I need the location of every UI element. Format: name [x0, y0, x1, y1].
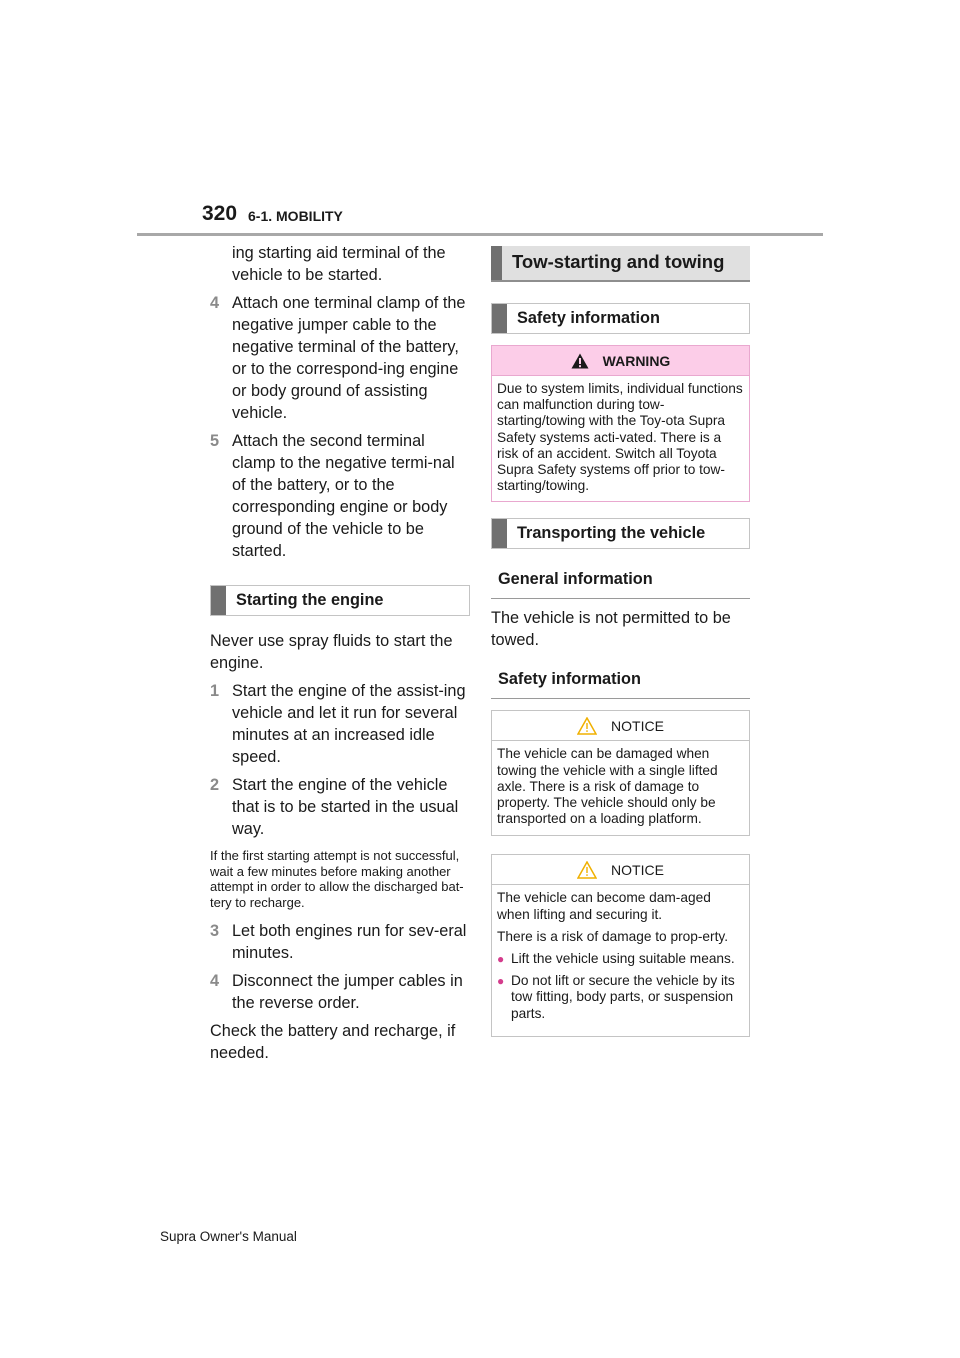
general-paragraph: The vehicle is not permitted to be towed… [491, 609, 731, 650]
caution-triangle-icon [577, 860, 598, 879]
step-text: Disconnect the jumper cables in the reve… [232, 972, 463, 1012]
step-text: Attach the second terminal clamp to the … [232, 432, 455, 560]
notice-title: NOTICE [492, 855, 749, 886]
warning-box: WARNING Due to system limits, individual… [491, 345, 750, 503]
heading-bar [211, 586, 226, 615]
general-information-heading: General information [491, 570, 750, 600]
notice-paragraph: The vehicle can become dam-aged when lif… [497, 890, 711, 922]
step-number: 2 [210, 776, 220, 794]
step-item: 4 Disconnect the jumper cables in the re… [210, 970, 470, 1014]
safety-information-heading: Safety information [491, 303, 750, 334]
notice-body: The vehicle can become dam-aged when lif… [492, 885, 749, 1035]
warning-title: WARNING [492, 346, 749, 376]
left-column: ing starting aid terminal of the vehicle… [210, 242, 470, 1070]
step-item: 2 Start the engine of the vehicle that i… [210, 774, 470, 840]
heading-bar [492, 304, 507, 333]
heading-text: Starting the engine [236, 591, 384, 609]
bullet-icon: ● [497, 974, 505, 989]
heading-bar [492, 519, 507, 549]
warning-body: Due to system limits, individual functio… [497, 381, 743, 494]
notice-box-2: NOTICE The vehicle can become dam-aged w… [491, 854, 750, 1037]
notice-box: NOTICE The vehicle can be damaged when t… [491, 710, 750, 837]
step-item: 3 Let both engines run for sev-eral minu… [210, 920, 470, 964]
heading-text: Safety information [517, 309, 660, 327]
notice-title-text: NOTICE [611, 861, 664, 878]
transporting-vehicle-heading: Transporting the vehicle [491, 518, 750, 550]
step-item: 1 Start the engine of the assist-ing veh… [210, 680, 470, 768]
caution-triangle-icon [577, 716, 598, 735]
check-paragraph: Check the battery and recharge, if neede… [210, 1022, 456, 1062]
step-text: Start the engine of the assist-ing vehic… [232, 682, 466, 766]
step-item: 4 Attach one terminal clamp of the negat… [210, 292, 470, 424]
notice-title: NOTICE [492, 711, 749, 742]
header-divider [137, 233, 823, 236]
safety-information-heading-2: Safety information [491, 670, 750, 700]
notice-paragraph: There is a risk of damage to prop-erty. [497, 928, 729, 944]
step-number: 4 [210, 294, 220, 312]
step-text: Let both engines run for sev-eral minute… [232, 922, 467, 962]
notice-title-text: NOTICE [611, 717, 664, 734]
caution-paragraph: Never use spray fluids to start the engi… [210, 632, 453, 672]
starting-engine-heading: Starting the engine [210, 585, 470, 616]
heading-bar [491, 246, 502, 280]
warning-icon [571, 353, 589, 369]
section-title: 6-1. MOBILITY [248, 208, 343, 224]
continued-step-text: ing starting aid terminal of the vehicle… [232, 244, 446, 284]
heading-text: Tow-starting and towing [512, 251, 725, 272]
tow-starting-heading: Tow-starting and towing [491, 246, 750, 282]
step-number: 5 [210, 432, 220, 450]
step-item: 5 Attach the second terminal clamp to th… [210, 430, 470, 562]
step-number: 1 [210, 682, 220, 700]
warning-title-text: WARNING [602, 352, 671, 369]
right-column: Tow-starting and towing Safety informati… [491, 246, 750, 1037]
notice-body: The vehicle can be damaged when towing t… [497, 746, 718, 827]
bullet-text: Lift the vehicle using suitable means. [511, 951, 735, 967]
step-text: Attach one terminal clamp of the negativ… [232, 294, 466, 422]
bullet-text: Do not lift or secure the vehicle by its… [511, 973, 735, 1021]
note-paragraph: If the first starting attempt is not suc… [210, 848, 464, 910]
step-number: 3 [210, 922, 220, 940]
step-text: Start the engine of the vehicle that is … [232, 776, 459, 838]
footer-manual-title: Supra Owner's Manual [160, 1229, 297, 1244]
heading-text: Transporting the vehicle [517, 524, 706, 543]
page-number: 320 [202, 202, 238, 225]
bullet-item: ● Lift the vehicle using suitable means. [497, 951, 744, 967]
step-number: 4 [210, 972, 220, 990]
bullet-item: ● Do not lift or secure the vehicle by i… [497, 973, 744, 1022]
bullet-icon: ● [497, 952, 505, 967]
